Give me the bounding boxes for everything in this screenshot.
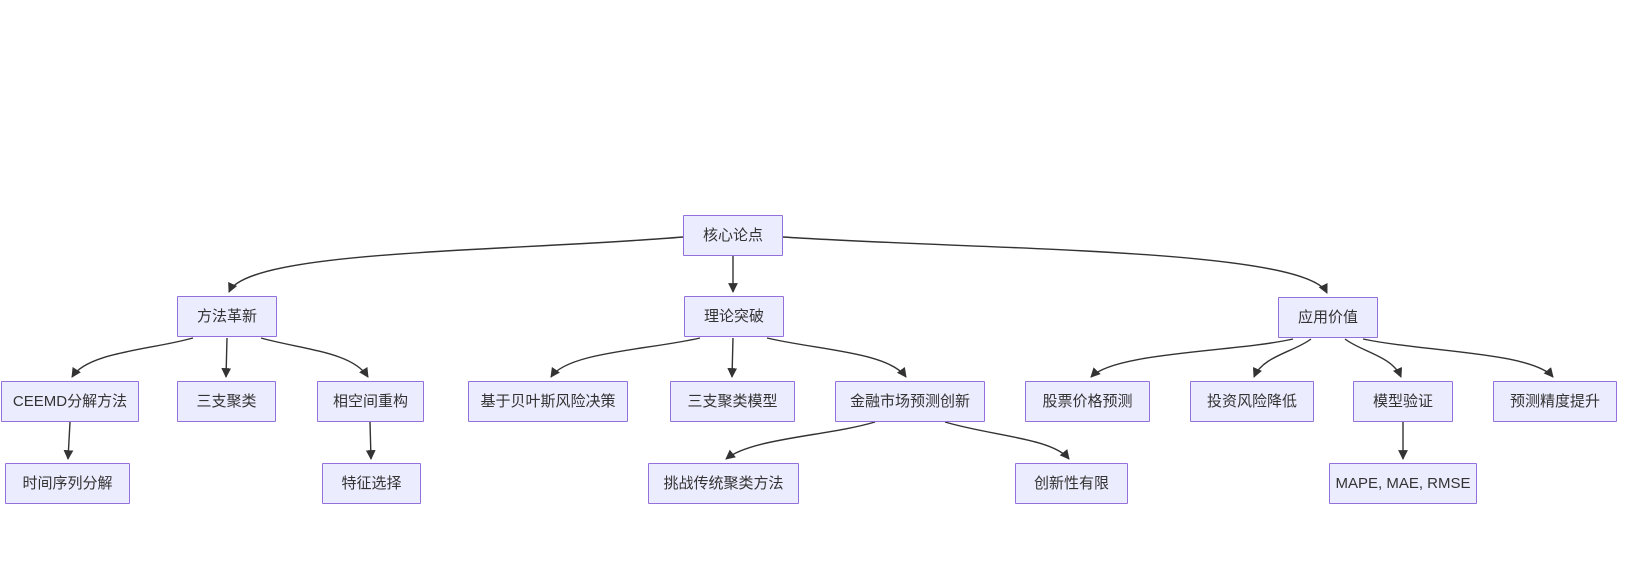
node-phasespace-label: 相空间重构 — [332, 393, 408, 410]
node-ceemd-label: CEEMD分解方法 — [12, 393, 128, 410]
node-bayes: 基于贝叶斯风险决策 — [468, 381, 628, 422]
node-feature: 特征选择 — [322, 463, 421, 504]
node-twmodel-label: 三支聚类模型 — [687, 393, 778, 410]
edge-phasespace-feature — [365, 421, 376, 460]
node-phasespace: 相空间重构 — [317, 381, 424, 422]
node-theory: 理论突破 — [684, 296, 784, 337]
node-method-label: 方法革新 — [196, 308, 257, 325]
edge-fininnov-challenge — [725, 421, 876, 460]
node-challenge: 挑战传统聚类方法 — [648, 463, 799, 504]
node-stock: 股票价格预测 — [1025, 381, 1150, 422]
node-limited: 创新性有限 — [1015, 463, 1128, 504]
node-tsdecomp: 时间序列分解 — [5, 463, 130, 504]
node-precision: 预测精度提升 — [1493, 381, 1617, 422]
node-method: 方法革新 — [177, 296, 277, 337]
node-validation: 模型验证 — [1353, 381, 1453, 422]
edge-application-risk — [1252, 338, 1312, 378]
edge-fininnov-limited — [944, 421, 1070, 460]
edge-method-threeway — [221, 337, 232, 378]
node-application: 应用价值 — [1278, 297, 1378, 338]
node-fininnov-label: 金融市场预测创新 — [849, 393, 970, 410]
node-risk-label: 投资风险降低 — [1206, 393, 1297, 410]
node-validation-label: 模型验证 — [1372, 393, 1433, 410]
edge-ceemd-tsdecomp — [63, 421, 74, 460]
edge-application-precision — [1362, 338, 1554, 378]
edge-theory-twmodel — [727, 337, 738, 378]
edge-core-method — [228, 236, 684, 293]
edge-theory-fininnov — [766, 337, 907, 378]
node-metrics: MAPE, MAE, RMSE — [1329, 463, 1477, 504]
node-application-label: 应用价值 — [1297, 309, 1358, 326]
node-risk: 投资风险降低 — [1190, 381, 1314, 422]
node-twmodel: 三支聚类模型 — [670, 381, 795, 422]
node-stock-label: 股票价格预测 — [1042, 393, 1133, 410]
edge-method-phasespace — [260, 337, 369, 378]
edge-application-stock — [1090, 338, 1294, 378]
node-metrics-label: MAPE, MAE, RMSE — [1335, 475, 1471, 492]
node-limited-label: 创新性有限 — [1033, 475, 1109, 492]
node-tsdecomp-label: 时间序列分解 — [22, 475, 113, 492]
edge-theory-bayes — [550, 337, 701, 378]
node-challenge-label: 挑战传统聚类方法 — [663, 475, 784, 492]
node-threeway: 三支聚类 — [177, 381, 276, 422]
node-bayes-label: 基于贝叶斯风险决策 — [480, 393, 616, 410]
node-theory-label: 理论突破 — [703, 308, 764, 325]
node-core-label: 核心论点 — [702, 227, 763, 244]
edge-method-ceemd — [71, 337, 194, 378]
node-precision-label: 预测精度提升 — [1509, 393, 1600, 410]
node-feature-label: 特征选择 — [341, 475, 402, 492]
node-core: 核心论点 — [683, 215, 783, 256]
edge-application-validation — [1344, 338, 1403, 378]
node-fininnov: 金融市场预测创新 — [835, 381, 985, 422]
edge-core-application — [782, 236, 1328, 294]
node-threeway-label: 三支聚类 — [196, 393, 257, 410]
node-ceemd: CEEMD分解方法 — [1, 381, 139, 422]
